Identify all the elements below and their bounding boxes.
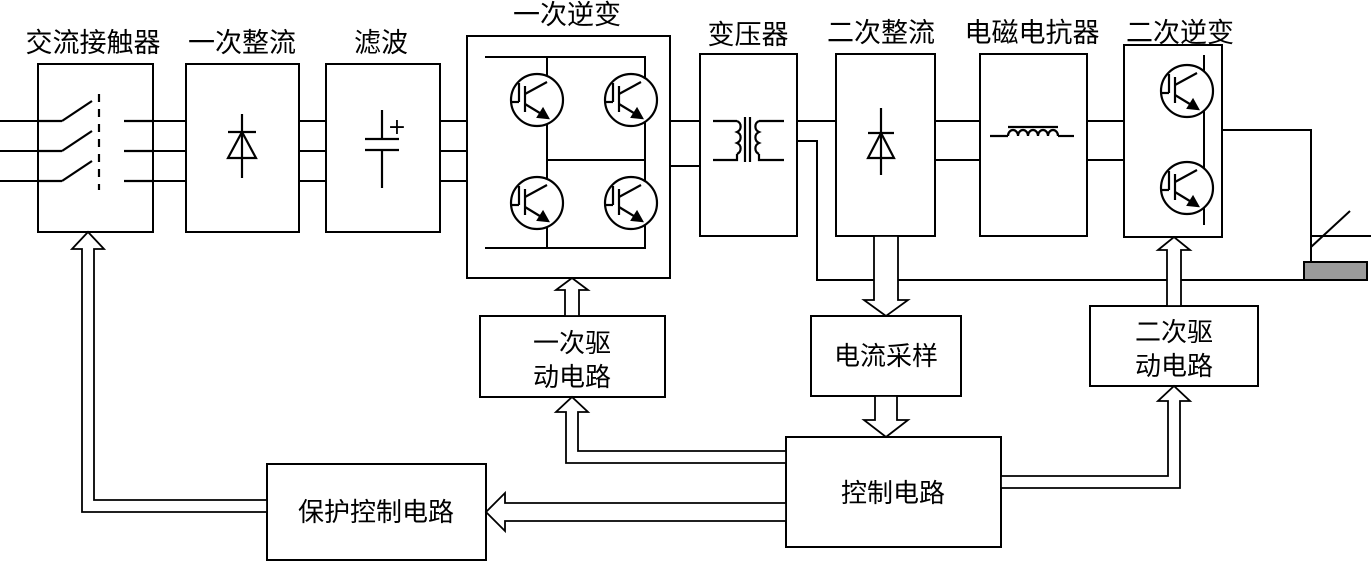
transformer-output-wires — [797, 120, 1311, 281]
three-phase-input-wires — [0, 120, 467, 182]
filter-block — [325, 63, 441, 233]
rectifier-to-reactor-wires — [935, 120, 980, 161]
diode-icon — [226, 114, 258, 178]
reactor-to-inverter-wires — [1087, 120, 1124, 161]
label-primary-inverter: 一次逆变 — [513, 0, 621, 31]
label-secondary-inverter: 二次逆变 — [1126, 18, 1234, 49]
arrow-control-to-protection — [484, 490, 787, 534]
contactor-block — [37, 63, 154, 233]
control-circuit-block — [785, 436, 1002, 548]
arrow-protection-to-contactor — [69, 230, 268, 513]
arrow-control-to-primary-driver — [553, 395, 787, 464]
secondary-driver-label-line2: 动电路 — [1135, 352, 1213, 382]
transformer-block — [699, 53, 798, 237]
igbt-icon — [1159, 160, 1215, 216]
current-sampling-label: 电流采样 — [834, 342, 938, 372]
reactor-block — [979, 53, 1088, 237]
current-sampling-block — [810, 315, 962, 397]
secondary-rectifier-block — [835, 53, 936, 237]
inverter-to-transformer-wires — [670, 120, 700, 167]
label-secondary-rectifier: 二次整流 — [827, 18, 935, 49]
arrow-sampling-to-control — [861, 395, 911, 439]
capacitor-polarity-mark: + — [388, 115, 406, 140]
igbt-icon — [509, 72, 565, 128]
transformer-icon — [713, 117, 784, 162]
label-transformer: 变压器 — [708, 20, 789, 51]
label-contactor: 交流接触器 — [26, 28, 161, 59]
output-wire — [1222, 129, 1312, 262]
label-primary-rectifier: 一次整流 — [188, 28, 296, 59]
capacitor-icon — [365, 110, 399, 188]
igbt-icon — [1159, 63, 1215, 119]
arrow-driver-to-secondary-inverter — [1155, 235, 1193, 307]
diode-icon — [866, 108, 896, 175]
primary-driver-label-line1: 一次驱 — [533, 329, 611, 359]
primary-driver-label-line2: 动电路 — [533, 363, 611, 393]
igbt-icon — [509, 175, 565, 231]
contactor-switch-symbol — [38, 94, 153, 190]
igbt-icon — [603, 72, 659, 128]
welding-torch-workpiece — [1303, 210, 1371, 281]
label-reactor: 电磁电抗器 — [965, 18, 1100, 49]
arrow-driver-to-primary-inverter — [553, 276, 591, 317]
arrow-control-to-secondary-driver — [1000, 384, 1193, 489]
igbt-icon — [603, 175, 659, 231]
secondary-driver-label-line1: 二次驱 — [1135, 318, 1213, 348]
primary-inverter-block — [466, 35, 671, 279]
label-filter: 滤波 — [354, 28, 408, 59]
protection-control-label: 保护控制电路 — [298, 498, 454, 528]
control-circuit-label: 控制电路 — [841, 479, 945, 509]
inductor-icon — [990, 125, 1074, 138]
arrow-rectifier-to-current-sampling — [861, 235, 911, 318]
secondary-driver-block — [1089, 305, 1259, 387]
